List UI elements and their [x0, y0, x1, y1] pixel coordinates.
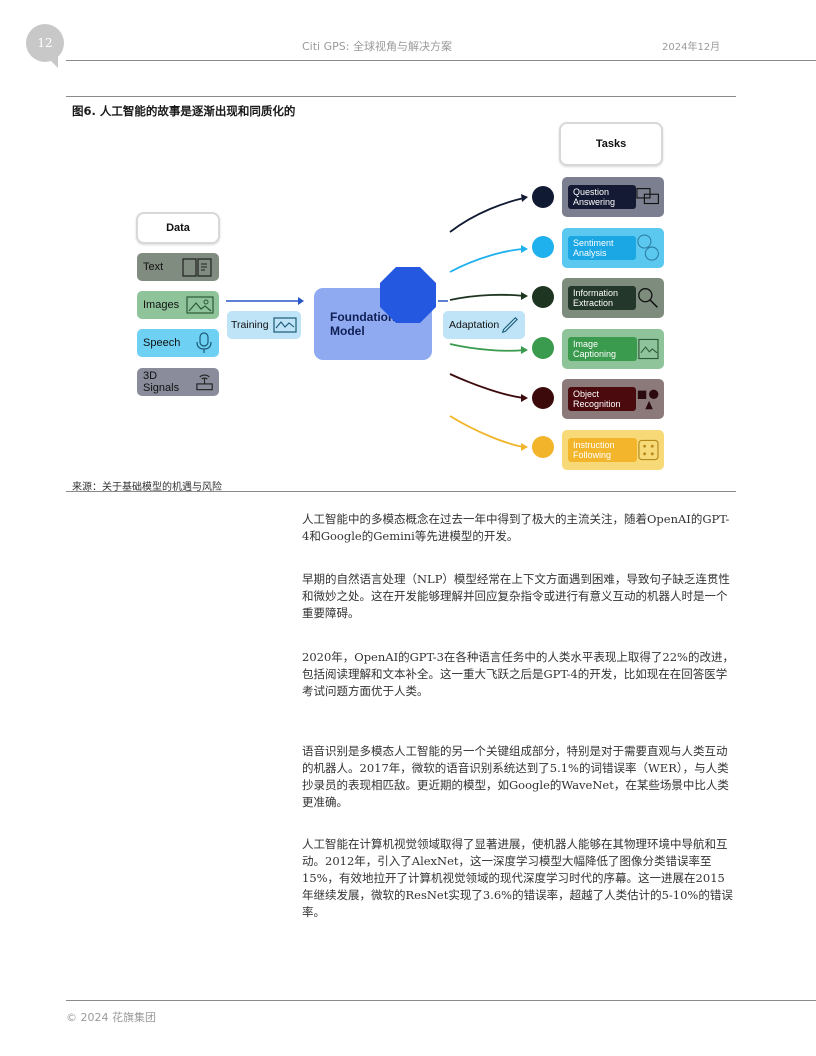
task-dot-question-answering: [532, 186, 554, 208]
figure-title: 图6. 人工智能的故事是逐渐出现和同质化的: [72, 104, 296, 118]
data-item-3d-signals: 3D Signals: [137, 368, 219, 396]
task-dot-information-extraction: [532, 286, 554, 308]
task-information-extraction: Information Extraction: [562, 278, 664, 318]
connector-instruction-following: [449, 415, 525, 448]
task-dot-sentiment-analysis: [532, 236, 554, 258]
foundation-model-diagram: Data Text Images Speech 3D Signals Train…: [66, 116, 736, 476]
task-dot-instruction-following: [532, 436, 554, 458]
task-label: Question Answering: [568, 185, 636, 209]
footer-copyright: © 2024 花旗集团: [66, 1011, 156, 1024]
connector-question-answering: [449, 197, 525, 233]
chat-bubbles-icon: [636, 188, 659, 205]
training-label: Training: [231, 319, 269, 331]
data-item-label: Speech: [143, 337, 181, 349]
training-stage: Training: [227, 311, 301, 339]
paragraph-nlp-history: 早期的自然语言处理（NLP）模型经常在上下文方面遇到困难，导致句子缺乏连贯性和微…: [302, 572, 730, 620]
paragraph-speech-recognition: 语音识别是多模态人工智能的另一个关键组成部分，特别是对于需要直观与人类互动的机器…: [302, 744, 729, 809]
data-item-text: Text: [137, 253, 219, 281]
paragraph-multimodal-intro: 人工智能中的多模态概念在过去一年中得到了极大的主流关注，随着OpenAI的GPT…: [302, 512, 730, 543]
data-header: Data: [136, 212, 220, 244]
foundation-model-label: Foundation Model: [330, 310, 396, 338]
adaptation-stage: Adaptation: [443, 311, 525, 339]
task-label: Sentiment Analysis: [568, 236, 636, 260]
adaptation-label: Adaptation: [449, 319, 500, 331]
task-dot-object-recognition: [532, 387, 554, 409]
paragraph-computer-vision: 人工智能在计算机视觉领域取得了显著进展，使机器人能够在其物理环境中导航和互动。2…: [302, 837, 733, 919]
header-divider: [66, 60, 816, 61]
page-number: 12: [26, 24, 64, 62]
connector-sentiment-analysis: [449, 248, 525, 273]
task-label: Information Extraction: [568, 286, 636, 310]
wifi-router-icon: [196, 374, 213, 391]
pen-icon: [501, 316, 519, 334]
data-to-training-arrowhead: [298, 297, 304, 305]
header-title: Citi GPS: 全球视角与解决方案: [302, 40, 452, 53]
magnifier-icon: [637, 288, 658, 308]
paragraph-gpt3: 2020年，OpenAI的GPT-3在各种语言任务中的人类水平表现上取得了22%…: [302, 650, 734, 698]
task-question-answering: Question Answering: [562, 177, 664, 217]
task-image-captioning: Image Captioning: [562, 329, 664, 369]
data-item-label: Text: [143, 261, 164, 273]
data-item-speech: Speech: [137, 329, 219, 357]
connector-information-extraction: [449, 293, 525, 301]
tasks-header: Tasks: [559, 122, 663, 166]
dice-icon: [638, 439, 659, 461]
diagram-connectors: [226, 194, 528, 451]
figure-bottom-divider: [66, 491, 736, 492]
figure-source: 来源：关于基础模型的机遇与风险: [72, 482, 222, 493]
data-item-label: 3D Signals: [143, 370, 180, 394]
task-label: Instruction Following: [568, 438, 638, 462]
picture-icon: [638, 338, 659, 360]
image-icon: [186, 296, 214, 314]
microphone-icon: [196, 332, 212, 353]
connector-image-captioning: [449, 343, 525, 352]
data-item-images: Images: [137, 291, 219, 319]
task-object-recognition: Object Recognition: [562, 379, 664, 419]
task-instruction-following: Instruction Following: [562, 430, 664, 470]
task-label: Image Captioning: [568, 337, 638, 361]
emoji-faces-icon: [637, 234, 659, 261]
shapes-icon: [637, 389, 659, 410]
octagon-accent: [380, 267, 436, 323]
data-item-label: Images: [143, 299, 180, 311]
task-sentiment-analysis: Sentiment Analysis: [562, 228, 664, 268]
task-label: Object Recognition: [568, 387, 636, 411]
chart-screen-icon: [273, 317, 297, 333]
header-date: 2024年12月: [662, 42, 721, 53]
connector-object-recognition: [449, 373, 525, 399]
book-icon: [182, 258, 212, 277]
task-dot-image-captioning: [532, 337, 554, 359]
footer-divider: [66, 1000, 816, 1001]
figure-top-divider: [66, 96, 736, 97]
